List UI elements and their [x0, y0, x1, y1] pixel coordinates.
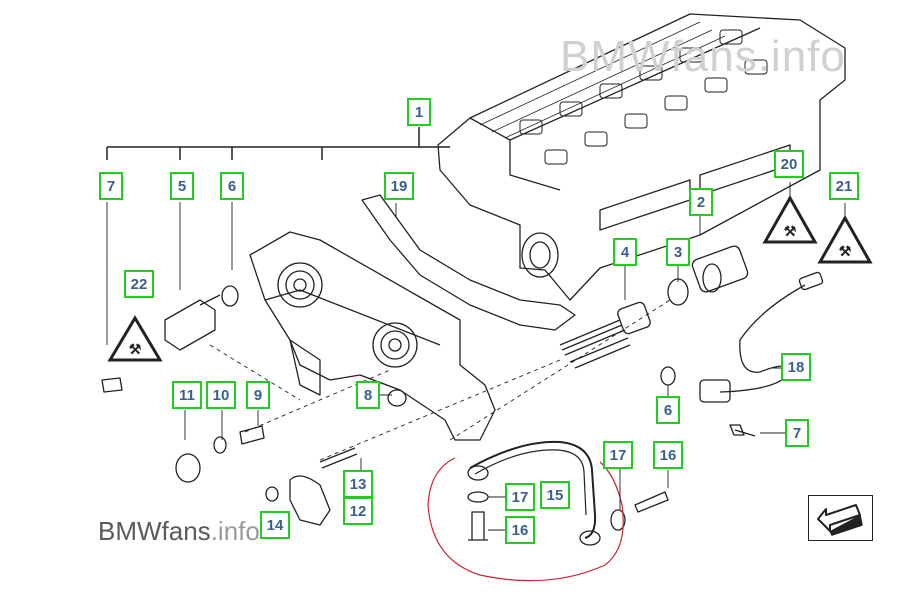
- callout-10[interactable]: 10: [206, 381, 236, 409]
- svg-text:⚒: ⚒: [839, 243, 852, 259]
- callout-16[interactable]: 16: [505, 516, 535, 544]
- oil-hose: [467, 440, 626, 546]
- callout-13[interactable]: 13: [343, 470, 373, 498]
- watermark-top: BMWfans.info: [560, 32, 846, 81]
- watermark-bottom: BMWfans.info: [98, 516, 260, 547]
- callout-18[interactable]: 18: [781, 353, 811, 381]
- callout-7[interactable]: 7: [785, 419, 809, 447]
- callout-21[interactable]: 21: [829, 172, 859, 200]
- vanos-housing: [249, 231, 496, 441]
- callout-16[interactable]: 16: [653, 441, 683, 469]
- small-parts: [101, 285, 669, 526]
- callout-2[interactable]: 2: [689, 188, 713, 216]
- callout-19[interactable]: 19: [384, 172, 414, 200]
- svg-text:⚒: ⚒: [129, 341, 142, 357]
- gasket: [361, 194, 576, 331]
- warning-triangle-icon: ⚒: [817, 214, 873, 264]
- callout-7[interactable]: 7: [99, 172, 123, 200]
- spring-piston-solenoid: [559, 245, 749, 369]
- callout-6[interactable]: 6: [220, 172, 244, 200]
- warning-triangle-icon: ⚒: [107, 315, 163, 362]
- sensor-cable: [660, 271, 824, 437]
- callout-11[interactable]: 11: [172, 381, 202, 409]
- callout-6[interactable]: 6: [656, 396, 680, 424]
- callout-1[interactable]: 1: [407, 98, 431, 126]
- watermark-suffix: .info: [210, 516, 260, 546]
- watermark-brand: BMWfans: [98, 516, 211, 546]
- svg-text:⚒: ⚒: [784, 223, 797, 239]
- callout-20[interactable]: 20: [774, 150, 804, 178]
- callout-4[interactable]: 4: [613, 238, 637, 266]
- callout-17[interactable]: 17: [505, 483, 535, 511]
- callout-9[interactable]: 9: [246, 381, 270, 409]
- return-arrow-icon[interactable]: [808, 495, 873, 541]
- callout-14[interactable]: 14: [260, 511, 290, 539]
- callout-17[interactable]: 17: [603, 441, 633, 469]
- callout-8[interactable]: 8: [356, 381, 380, 409]
- callout-15[interactable]: 15: [540, 481, 570, 509]
- callout-3[interactable]: 3: [666, 238, 690, 266]
- callout-22[interactable]: 22: [124, 270, 154, 298]
- highlight-circle: [427, 457, 624, 582]
- callout-5[interactable]: 5: [170, 172, 194, 200]
- warning-triangle-icon: ⚒: [762, 194, 818, 244]
- callout-12[interactable]: 12: [343, 497, 373, 525]
